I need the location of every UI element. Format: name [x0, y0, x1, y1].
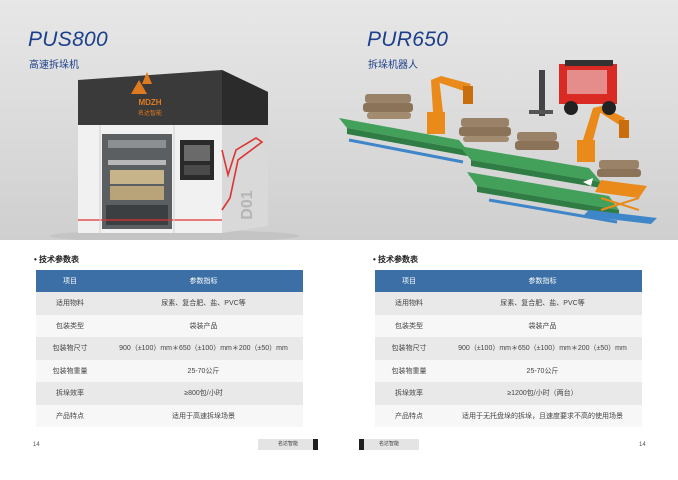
model-title: PUR650	[367, 28, 449, 51]
machine-logo-sub: 名达智能	[138, 109, 162, 117]
table-cell: 袋装产品	[104, 314, 303, 337]
depalletizing-robot-illustration	[339, 60, 657, 224]
table-cell: 产品特点	[375, 404, 443, 427]
table-row: 产品特点 适用于高速拆垛场景	[36, 404, 303, 427]
table-header-row: 项目 参数指标	[36, 270, 303, 292]
table-cell: 尿素、复合肥、盐、PVC等	[104, 292, 303, 315]
table-cell: 900（±100）mm＊650（±100）mm＊200（±50）mm	[443, 337, 642, 360]
table-row: 适用物料 尿素、复合肥、盐、PVC等	[36, 292, 303, 315]
table-cell: ≥800包/小时	[104, 382, 303, 405]
table-cell: 适用物料	[36, 292, 104, 315]
table-row: 产品特点 适用于无托盘垛的拆垛，且速度要求不高的使用场景	[375, 404, 642, 427]
spec-table: 项目 参数指标 适用物料 尿素、复合肥、盐、PVC等 包装类型 袋装产品 包装物…	[36, 270, 303, 427]
model-title: PUS800	[28, 28, 109, 51]
left-page: PUS800 高速拆垛机	[0, 0, 339, 450]
table-row: 拆垛效率 ≥800包/小时	[36, 382, 303, 405]
footer-tab-bar	[359, 439, 364, 450]
table-cell: 拆垛效率	[36, 382, 104, 405]
footer-tab-bar	[313, 439, 318, 450]
model-subtitle: 拆垛机器人	[368, 60, 418, 71]
spec-heading: • 技术参数表	[373, 255, 419, 264]
table-cell: 适用于无托盘垛的拆垛，且速度要求不高的使用场景	[443, 404, 642, 427]
table-header-row: 项目 参数指标	[375, 270, 642, 292]
table-cell: 包装物尺寸	[36, 337, 104, 360]
table-cell: 900（±100）mm＊650（±100）mm＊200（±50）mm	[104, 337, 303, 360]
table-cell: ≥1200包/小时（两台）	[443, 382, 642, 405]
pus800-hero: PUS800 高速拆垛机	[0, 0, 339, 240]
table-cell: 包装物重量	[36, 359, 104, 382]
table-cell: 包装物重量	[375, 359, 443, 382]
pur650-hero: PUR650 拆垛机器人	[339, 0, 678, 240]
table-header: 参数指标	[104, 270, 303, 292]
table-row: 适用物料 尿素、复合肥、盐、PVC等	[375, 292, 642, 315]
table-row: 包装物尺寸 900（±100）mm＊650（±100）mm＊200（±50）mm	[36, 337, 303, 360]
table-row: 包装物重量 25-70公斤	[36, 359, 303, 382]
table-cell: 袋装产品	[443, 314, 642, 337]
table-row: 包装物尺寸 900（±100）mm＊650（±100）mm＊200（±50）mm	[375, 337, 642, 360]
table-cell: 适用于高速拆垛场景	[104, 404, 303, 427]
table-row: 包装物重量 25-70公斤	[375, 359, 642, 382]
footer-tab-label: 名达智能	[378, 441, 399, 447]
table-cell: 适用物料	[375, 292, 443, 315]
footer-tab-label: 名达智能	[277, 441, 298, 447]
footer-tab: 名达智能	[258, 439, 318, 450]
table-cell: 25-70公斤	[443, 359, 642, 382]
page-number: 14	[33, 442, 40, 448]
page-number: 14	[639, 442, 646, 448]
table-row: 包装类型 袋装产品	[36, 314, 303, 337]
machine-side-label: D01	[239, 190, 256, 219]
table-header: 项目	[375, 270, 443, 292]
table-header: 参数指标	[443, 270, 642, 292]
spec-table: 项目 参数指标 适用物料 尿素、复合肥、盐、PVC等 包装类型 袋装产品 包装物…	[375, 270, 642, 427]
table-cell: 拆垛效率	[375, 382, 443, 405]
model-subtitle: 高速拆垛机	[29, 60, 79, 71]
table-cell: 尿素、复合肥、盐、PVC等	[443, 292, 642, 315]
machine-logo: MDZH	[138, 98, 161, 107]
footer-tab: 名达智能	[359, 439, 419, 450]
table-row: 拆垛效率 ≥1200包/小时（两台）	[375, 382, 642, 405]
table-cell: 包装类型	[375, 314, 443, 337]
table-cell: 包装类型	[36, 314, 104, 337]
right-page: PUR650 拆垛机器人	[339, 0, 678, 480]
table-row: 包装类型 袋装产品	[375, 314, 642, 337]
spec-heading: • 技术参数表	[34, 255, 80, 264]
table-cell: 产品特点	[36, 404, 104, 427]
high-speed-depalletizer-illustration: MDZH 名达智能 D01	[50, 70, 300, 240]
table-cell: 25-70公斤	[104, 359, 303, 382]
table-header: 项目	[36, 270, 104, 292]
table-cell: 包装物尺寸	[375, 337, 443, 360]
